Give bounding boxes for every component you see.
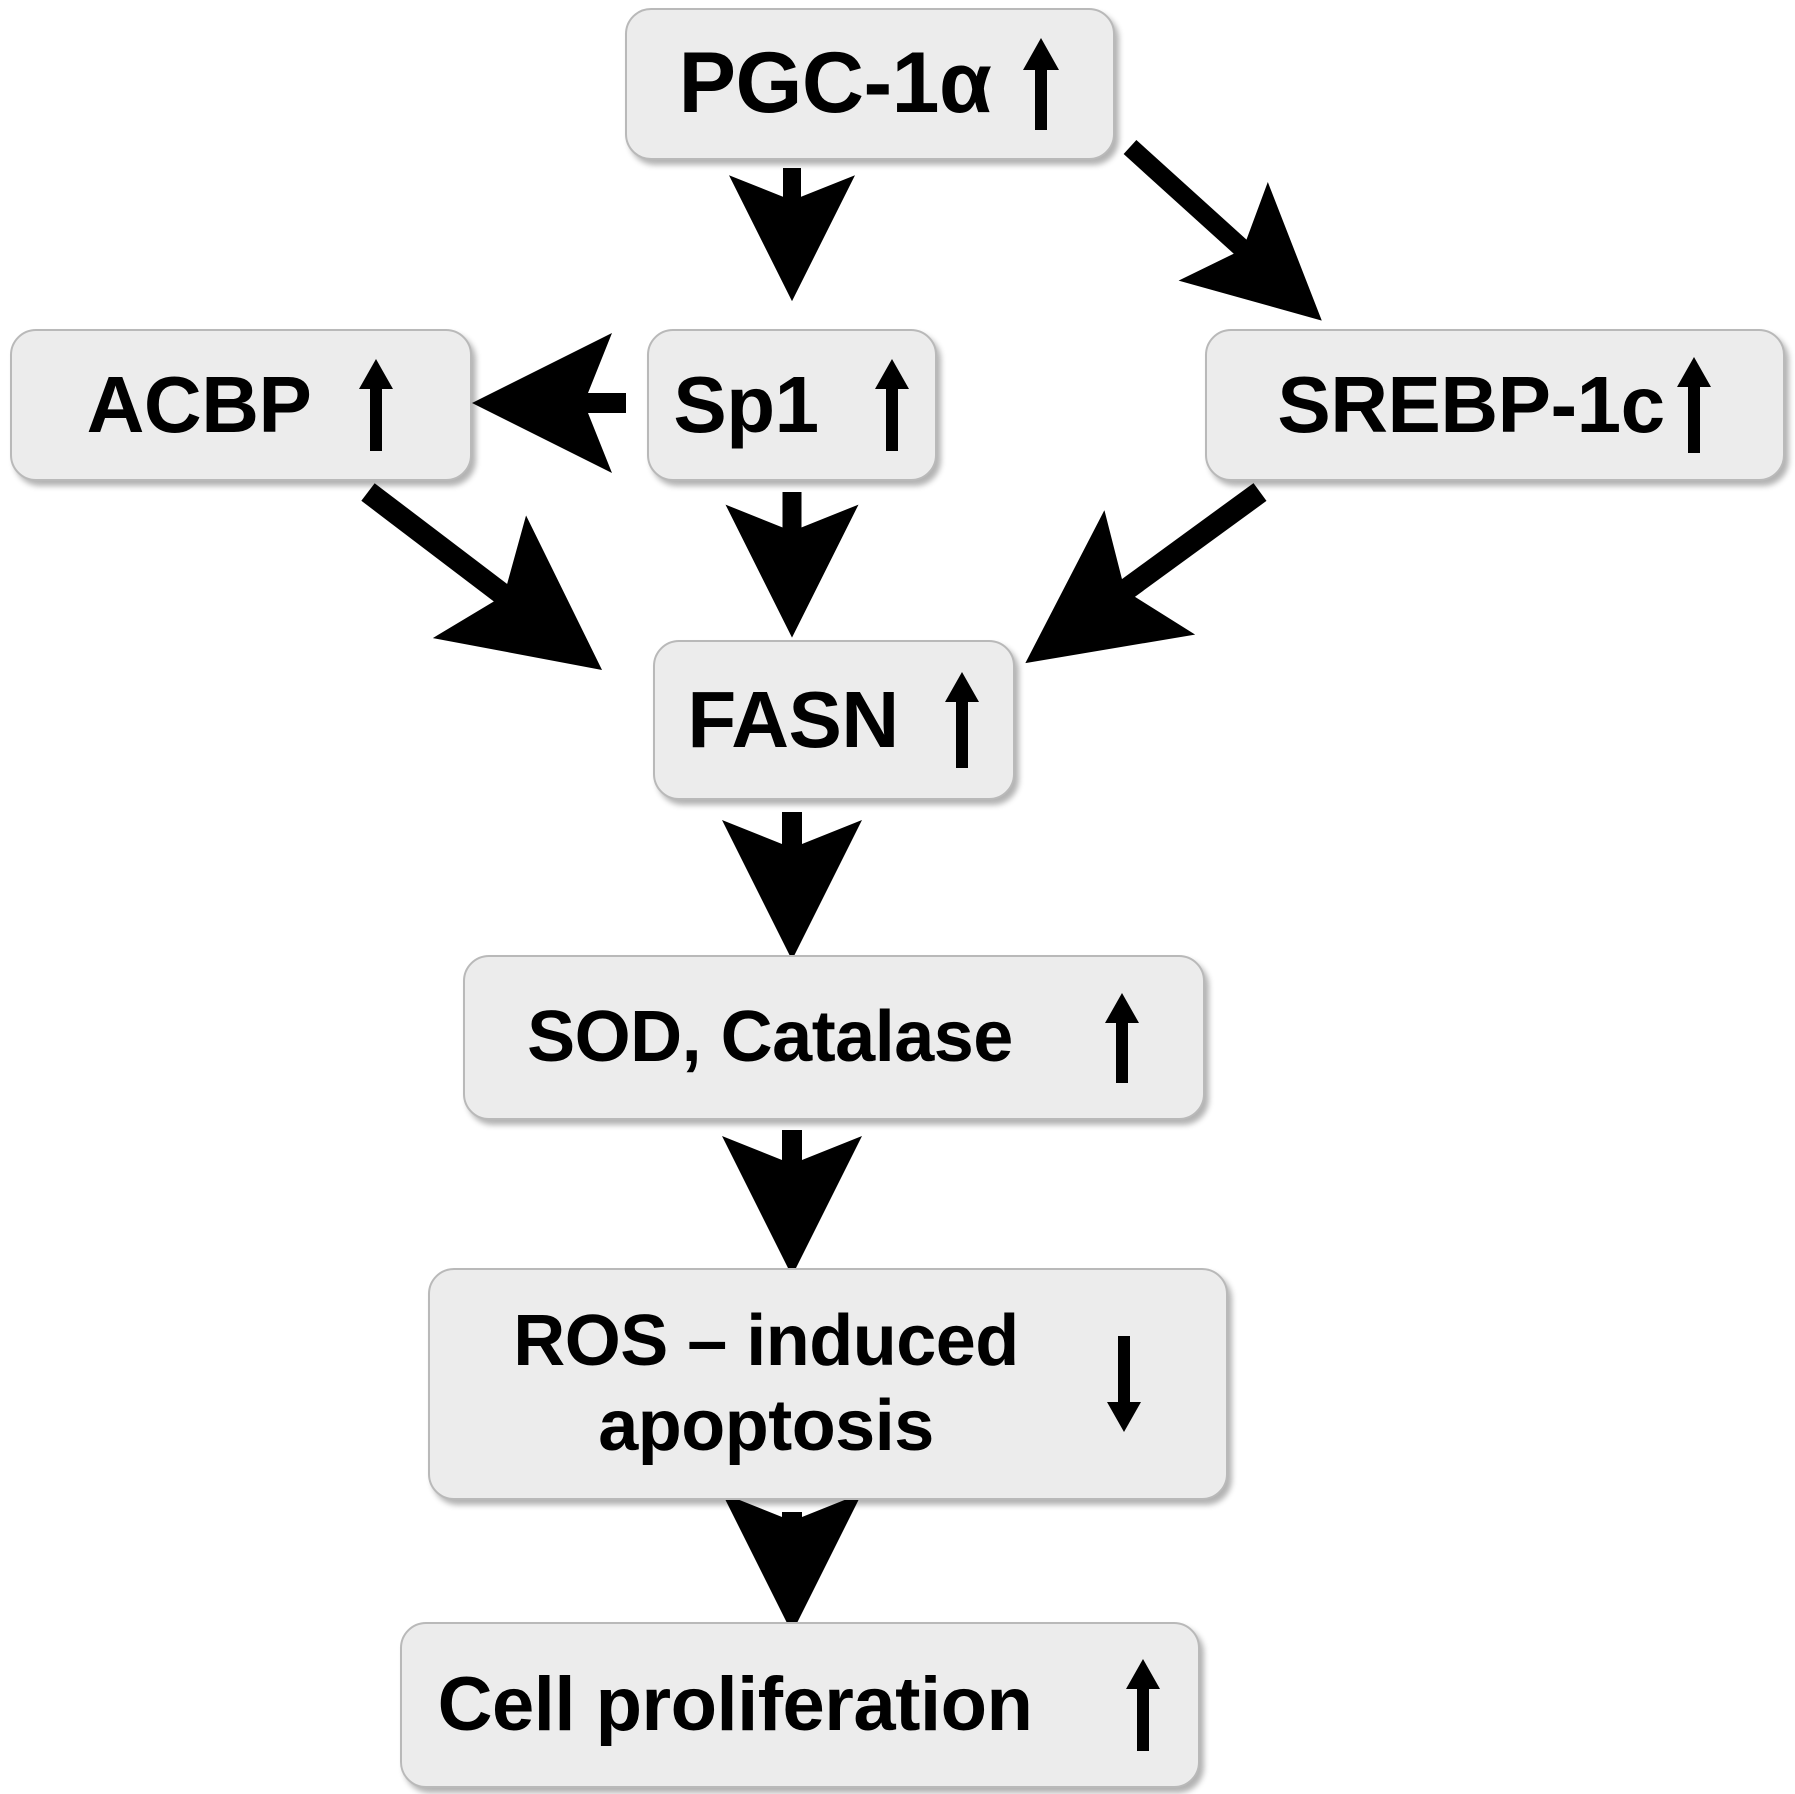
trend-up-arrow-icon — [943, 670, 981, 770]
node-sod-catalase-label: SOD, Catalase — [527, 997, 1013, 1078]
trend-up-arrow-icon — [1675, 355, 1713, 455]
node-pgc1a-label: PGC-1α — [678, 35, 992, 132]
node-cell-proliferation-label: Cell proliferation — [437, 1662, 1033, 1748]
node-acbp[interactable]: ACBP — [10, 329, 472, 481]
trend-up-arrow-icon — [1103, 991, 1141, 1085]
trend-up-arrow-icon — [357, 357, 395, 453]
trend-down-arrow-icon — [1105, 1334, 1143, 1434]
edge-pgc1a-to-srebp1c — [1123, 139, 1322, 321]
node-sp1[interactable]: Sp1 — [647, 329, 937, 481]
node-pgc1a[interactable]: PGC-1α — [625, 8, 1115, 160]
trend-up-arrow-icon — [1021, 36, 1061, 132]
node-acbp-label: ACBP — [86, 359, 312, 449]
trend-up-arrow-icon — [1124, 1657, 1162, 1753]
node-ros-induced-apoptosis-label: ROS – induced apoptosis — [513, 1301, 1019, 1466]
node-cell-proliferation[interactable]: Cell proliferation — [400, 1622, 1200, 1788]
node-sp1-label: Sp1 — [673, 359, 819, 449]
node-fasn[interactable]: FASN — [653, 640, 1015, 800]
node-sod-catalase[interactable]: SOD, Catalase — [463, 955, 1205, 1120]
edge-acbp-to-fasn — [361, 483, 603, 670]
node-srebp1c[interactable]: SREBP-1c — [1205, 329, 1785, 481]
trend-up-arrow-icon — [873, 357, 911, 453]
node-srebp1c-label: SREBP-1c — [1277, 359, 1665, 449]
node-fasn-label: FASN — [687, 674, 899, 764]
node-ros-induced-apoptosis[interactable]: ROS – induced apoptosis — [428, 1268, 1228, 1500]
edge-srebp1c-to-fasn — [1025, 483, 1267, 664]
